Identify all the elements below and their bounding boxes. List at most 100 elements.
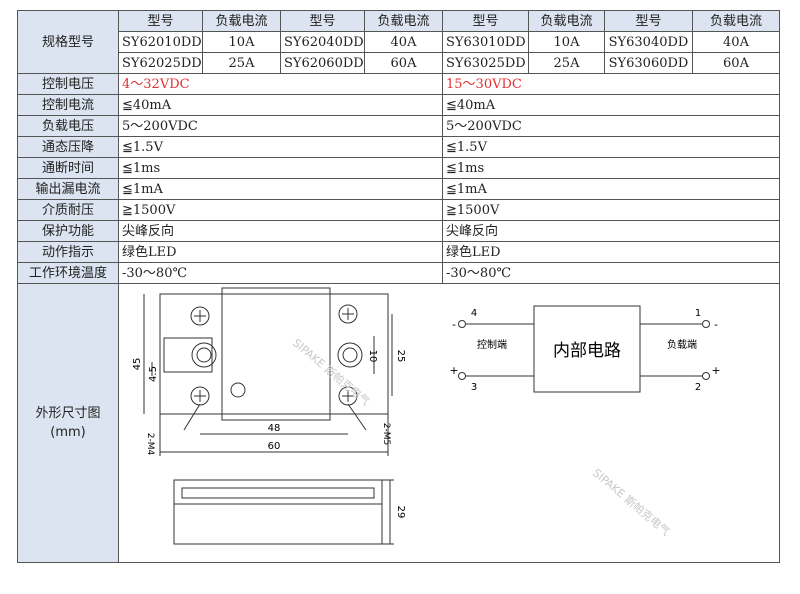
pin-3-polarity: + <box>449 364 458 377</box>
row-label: 控制电流 <box>17 94 119 116</box>
left-value: ≧1500V <box>118 199 443 221</box>
header-cell: 负载电流 <box>364 10 443 32</box>
row-label: 工作环境温度 <box>17 262 119 284</box>
model-cell: SY62060DD <box>280 52 365 74</box>
row-label: 通断时间 <box>17 157 119 179</box>
right-value: ≧1500V <box>442 199 780 221</box>
right-value: ≦40mA <box>442 94 780 116</box>
pin-2-label: 2 <box>695 382 701 393</box>
mount-hole-right <box>337 342 363 368</box>
model-cell: SY62010DD <box>118 31 203 53</box>
dim-48: 48 <box>268 423 281 434</box>
top-view <box>143 287 393 456</box>
terminal-2 <box>338 386 358 406</box>
header-cell: 负载电流 <box>202 10 281 32</box>
left-value: 尖峰反向 <box>118 220 443 242</box>
left-value: -30～80℃ <box>118 262 443 284</box>
right-value: ≦1mA <box>442 178 780 200</box>
spec-row-switch-time: 通断时间 ≦1ms ≦1ms <box>17 157 780 179</box>
left-value: ≦40mA <box>118 94 443 116</box>
left-value: ≦1.5V <box>118 136 443 158</box>
terminal-3 <box>190 386 210 406</box>
left-value: ≦1mA <box>118 178 443 200</box>
right-value: 15～30VDC <box>442 73 780 95</box>
current-cell: 25A <box>528 52 605 74</box>
pin-4-polarity: - <box>452 318 456 331</box>
model-cell: SY63025DD <box>442 52 529 74</box>
row-label: 控制电压 <box>17 73 119 95</box>
dim-m4: 2-M4 <box>145 433 155 456</box>
current-cell: 60A <box>692 52 780 74</box>
left-value: ≦1ms <box>118 157 443 179</box>
spec-label: 规格型号 <box>17 10 119 74</box>
right-value: ≦1.5V <box>442 136 780 158</box>
model-cell: SY62040DD <box>280 31 365 53</box>
left-value: 4～32VDC <box>118 73 443 95</box>
dim-4-5: 4.5 <box>148 366 159 382</box>
header-cell: 负载电流 <box>528 10 605 32</box>
drawing-label-title: 外形尺寸图 <box>35 406 101 421</box>
led-indicator <box>230 382 246 398</box>
right-value: 5～200VDC <box>442 115 780 137</box>
relay-center <box>221 287 331 421</box>
header-cell: 型号 <box>280 10 365 32</box>
pin-3-label: 3 <box>471 382 477 393</box>
spec-row-indicator: 动作指示 绿色LED 绿色LED <box>17 241 780 263</box>
header-cell: 型号 <box>604 10 693 32</box>
right-value: 尖峰反向 <box>442 220 780 242</box>
row-label: 动作指示 <box>17 241 119 263</box>
circuit-schematic <box>458 305 710 393</box>
outline-drawing: 45 4.5 10 25 48 60 2-M4 2-M5 <box>132 287 721 545</box>
mount-tab-left <box>163 337 213 373</box>
drawing-row: 外形尺寸图 (mm) <box>17 283 780 563</box>
pin-1-node <box>702 320 710 328</box>
spec-row-control-current: 控制电流 ≦40mA ≦40mA <box>17 94 780 116</box>
current-cell: 25A <box>202 52 281 74</box>
drawing-label: 外形尺寸图 (mm) <box>17 283 119 563</box>
terminal-4 <box>190 306 210 326</box>
current-cell: 40A <box>692 31 780 53</box>
dim-25: 25 <box>395 350 406 363</box>
current-cell: 40A <box>364 31 443 53</box>
current-cell: 10A <box>202 31 281 53</box>
spec-row-dielectric: 介质耐压 ≧1500V ≧1500V <box>17 199 780 221</box>
pin-2-polarity: + <box>711 364 720 377</box>
row-label: 通态压降 <box>17 136 119 158</box>
internal-circuit-box <box>533 305 641 393</box>
right-value: 绿色LED <box>442 241 780 263</box>
watermark: SIPAKE 斯帕克电气 <box>290 336 373 409</box>
internal-circuit-label: 内部电路 <box>553 341 621 361</box>
header-row: 规格型号 型号 负载电流 型号 负载电流 型号 负载电流 型号 负载电流 <box>17 10 780 74</box>
drawing-label-unit: (mm) <box>50 425 86 440</box>
dim-10: 10 <box>367 350 378 363</box>
model-row: SY62010DD 10A SY62040DD 40A SY63010DD 10… <box>18 31 780 53</box>
relay-body <box>159 293 389 415</box>
model-cell: SY63010DD <box>442 31 529 53</box>
model-cell: SY63040DD <box>604 31 693 53</box>
left-value: 5～200VDC <box>118 115 443 137</box>
side-view <box>173 479 394 545</box>
model-cell: SY63060DD <box>604 52 693 74</box>
spec-row-temperature: 工作环境温度 -30～80℃ -30～80℃ <box>17 262 780 284</box>
current-cell: 10A <box>528 31 605 53</box>
terminal-1 <box>338 304 358 324</box>
dim-m5: 2-M5 <box>381 423 391 445</box>
pin-4-label: 4 <box>471 308 477 319</box>
load-terminal-label: 负载端 <box>667 338 697 351</box>
model-cell: SY62025DD <box>118 52 203 74</box>
pin-4-node <box>458 320 466 328</box>
spec-row-voltage-drop: 通态压降 ≦1.5V ≦1.5V <box>17 136 780 158</box>
row-label: 输出漏电流 <box>17 178 119 200</box>
side-body <box>173 479 383 545</box>
header-cell: 型号 <box>118 10 203 32</box>
row-label: 负载电压 <box>17 115 119 137</box>
dim-29: 29 <box>395 506 406 519</box>
dim-60: 60 <box>268 441 281 452</box>
spec-table: 规格型号 型号 负载电流 型号 负载电流 型号 负载电流 型号 负载电流 SY6… <box>17 10 780 563</box>
row-label: 介质耐压 <box>17 199 119 221</box>
mount-hole-left <box>191 342 217 368</box>
control-terminal-label: 控制端 <box>477 338 507 351</box>
row-label: 保护功能 <box>17 220 119 242</box>
model-row: SY62025DD 25A SY62060DD 60A SY63025DD 25… <box>18 52 780 74</box>
pin-3-node <box>458 372 466 380</box>
